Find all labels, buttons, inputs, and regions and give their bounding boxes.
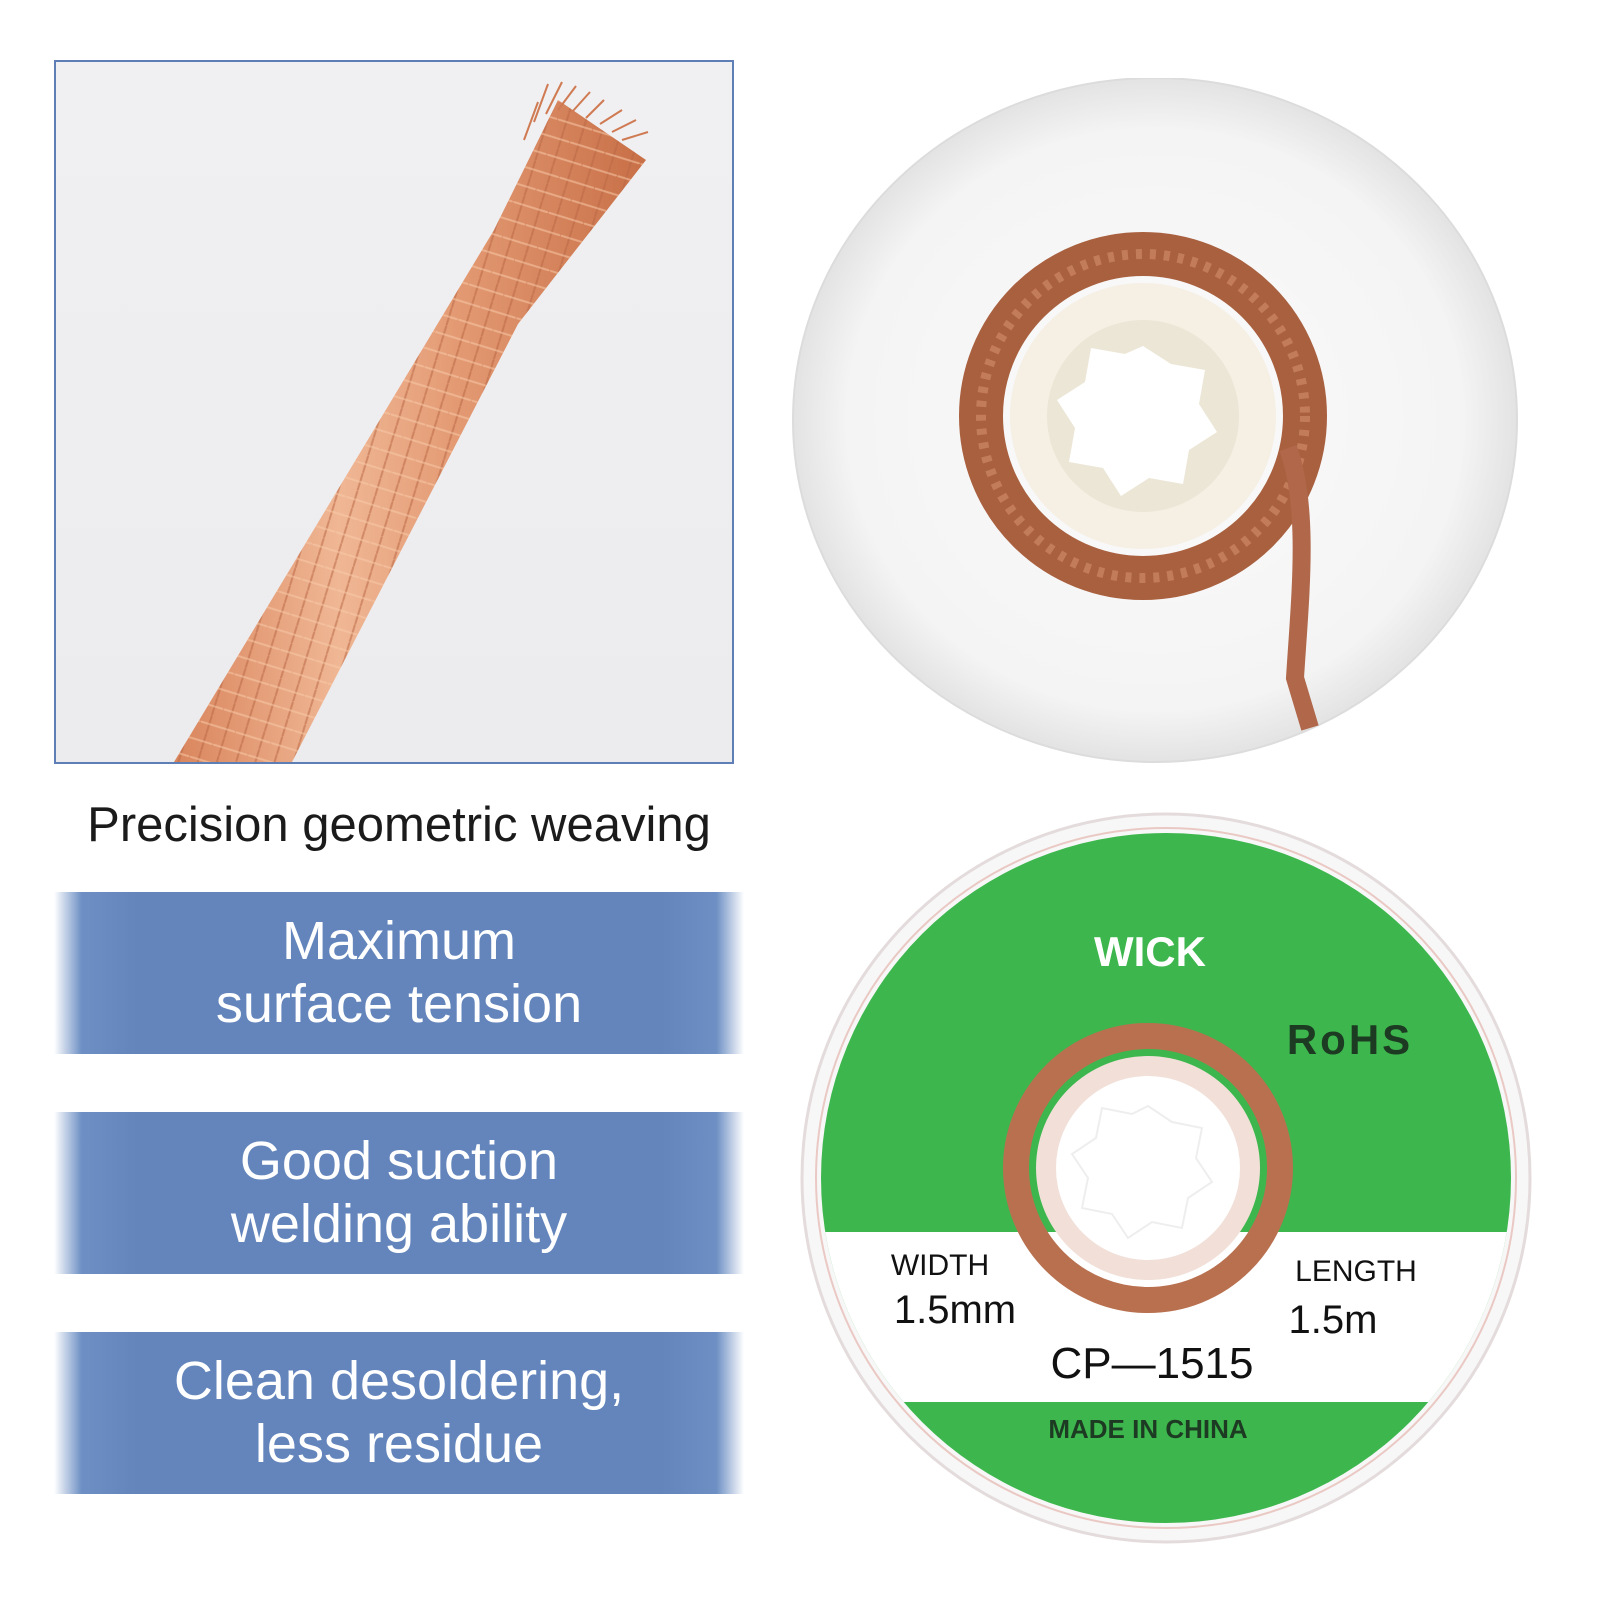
feature-band-suction: Good suction welding ability	[54, 1112, 744, 1274]
brand-text: WICK	[1094, 928, 1206, 975]
model-text: CP—1515	[1050, 1339, 1253, 1388]
caption: Precision geometric weaving	[87, 798, 711, 852]
copper-braid-photo	[54, 60, 734, 764]
spool-front-photo: WICK RoHS WIDTH 1.5mm LENGTH 1.5m CP—151…	[790, 800, 1550, 1560]
width-value: 1.5mm	[894, 1288, 1016, 1332]
spool-back-photo	[790, 77, 1530, 778]
feature-label: Good suction welding ability	[230, 1131, 568, 1254]
feature-band-surface-tension: Maximum surface tension	[54, 892, 744, 1054]
origin-text: MADE IN CHINA	[1048, 1414, 1248, 1444]
feature-label: Clean desoldering, less residue	[173, 1351, 625, 1474]
rohs-text: RoHS	[1287, 1016, 1413, 1063]
feature-band-clean-desoldering: Clean desoldering, less residue	[54, 1332, 744, 1494]
feature-label: Maximum surface tension	[215, 911, 583, 1034]
length-title: LENGTH	[1295, 1255, 1417, 1288]
width-title: WIDTH	[891, 1249, 989, 1282]
length-value: 1.5m	[1289, 1298, 1378, 1342]
